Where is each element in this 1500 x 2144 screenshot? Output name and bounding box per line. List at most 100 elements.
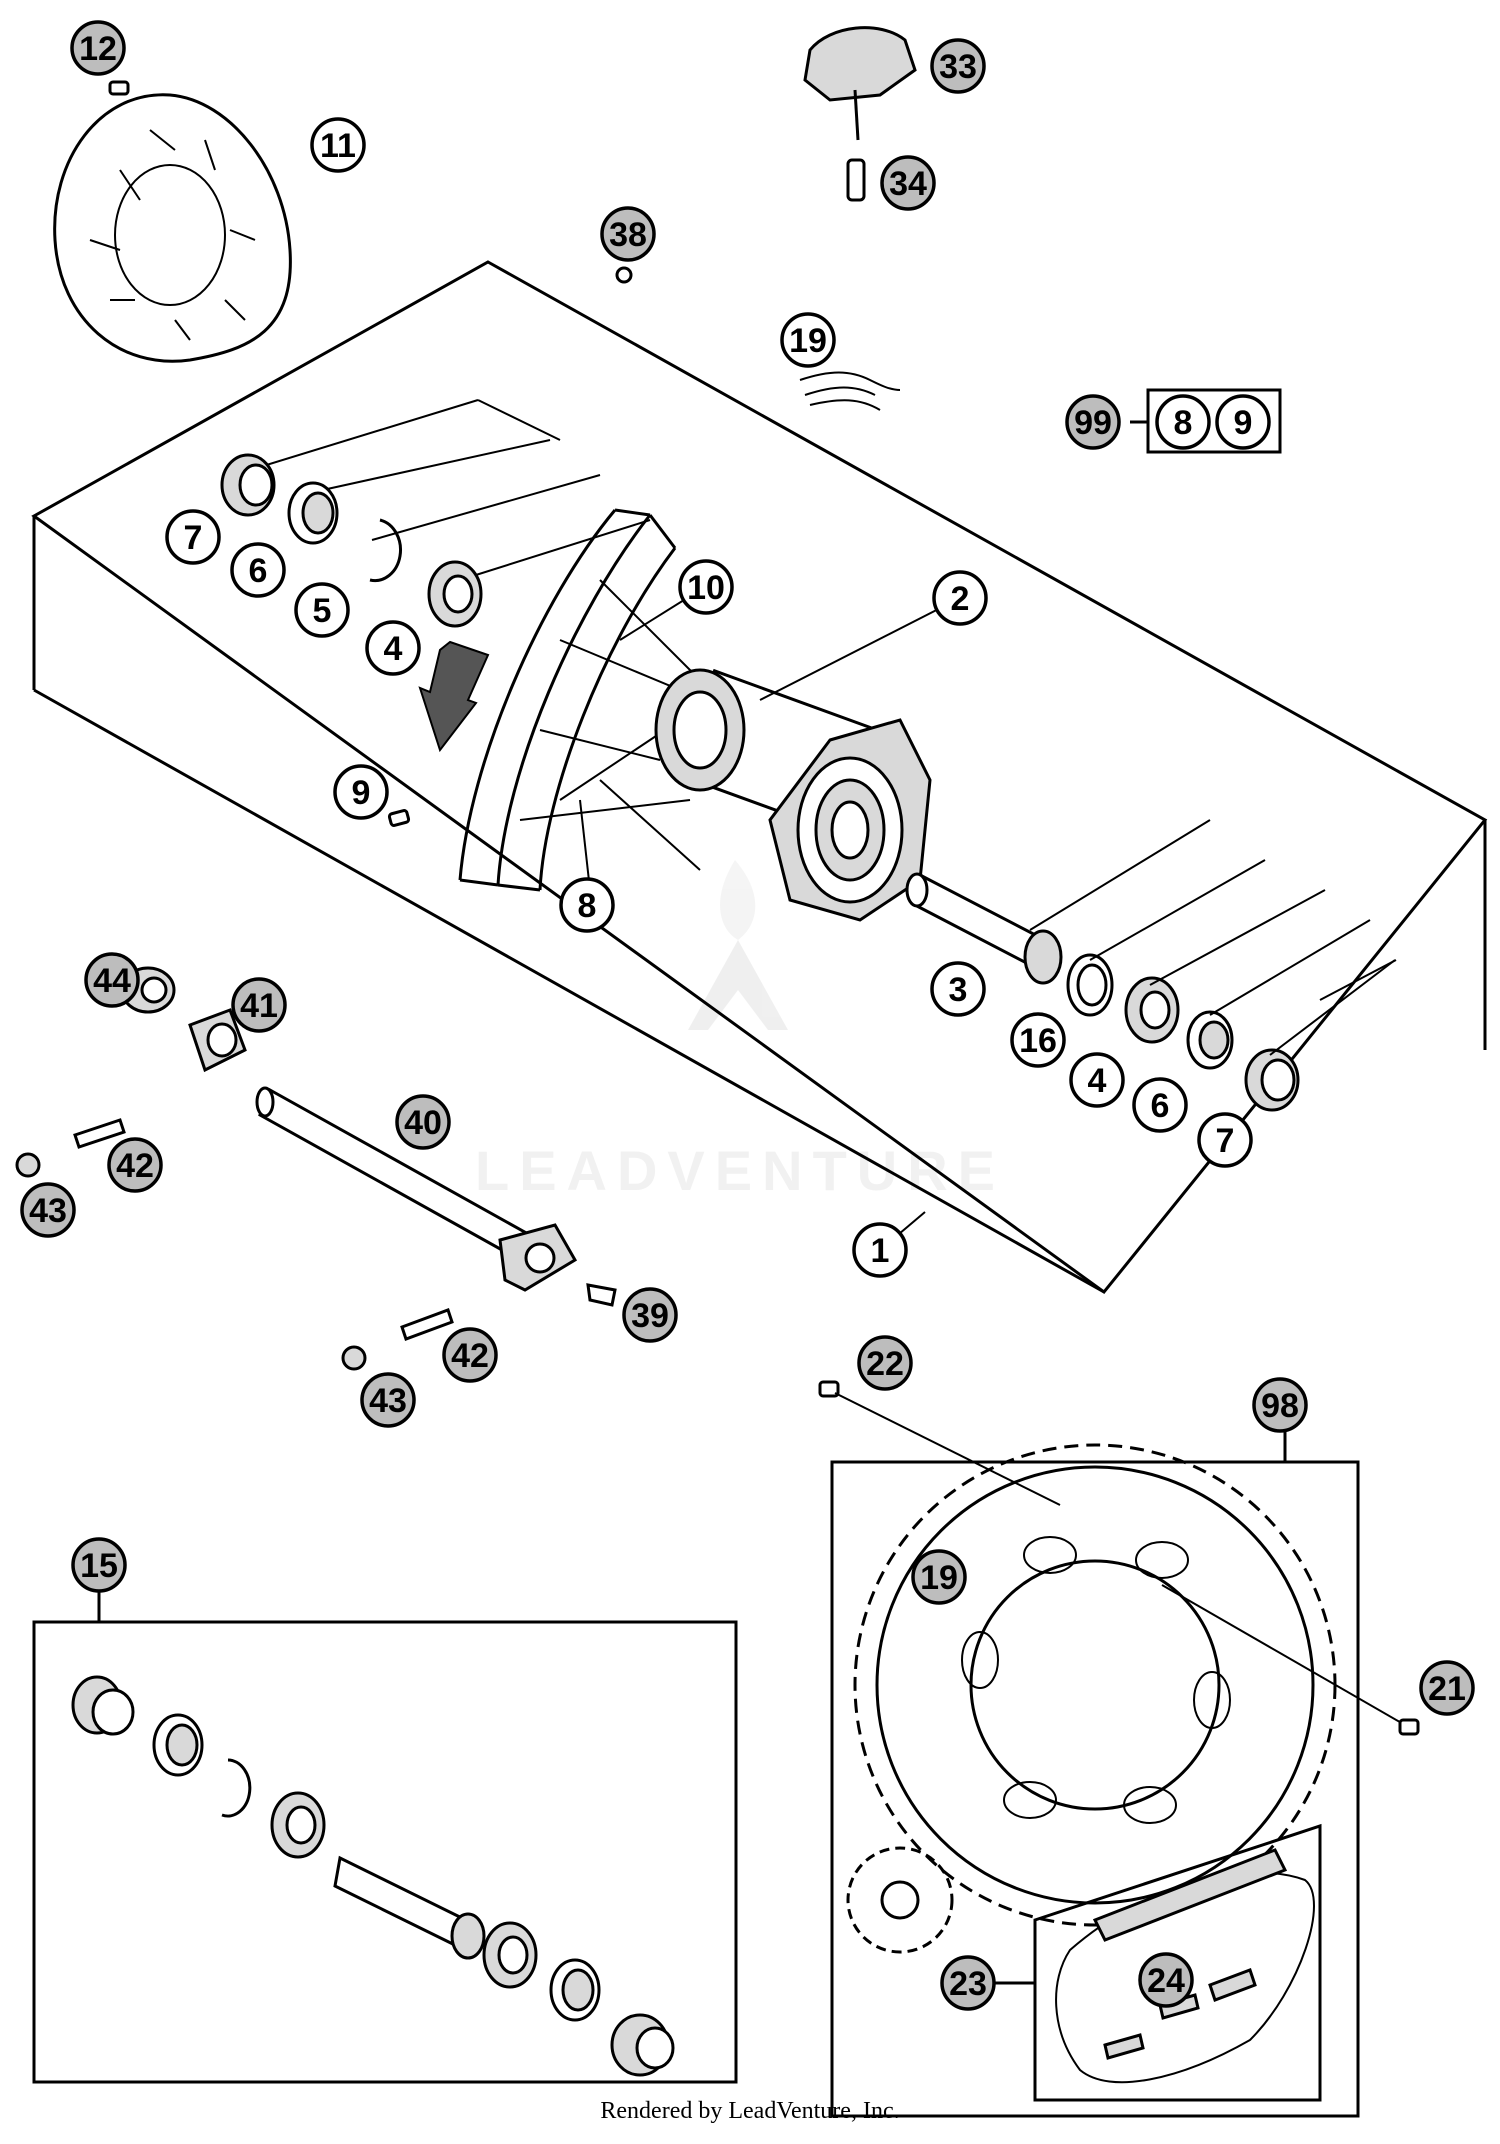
seal-6-left	[287, 481, 339, 545]
callout-number: 8	[1174, 404, 1193, 442]
callout-c33: 33	[930, 38, 986, 94]
callout-c3: 3	[930, 961, 986, 1017]
callout-number: 6	[249, 552, 268, 590]
callout-number: 12	[79, 30, 117, 68]
callout-c10: 10	[678, 559, 734, 615]
callout-number: 7	[184, 519, 203, 557]
rim-10	[458, 508, 677, 892]
callout-c42b: 42	[442, 1327, 498, 1383]
callout-number: 7	[1216, 1122, 1235, 1160]
bearing-kit-box-15	[32, 1592, 738, 2084]
callout-number: 15	[80, 1547, 118, 1585]
callout-c41: 41	[231, 977, 287, 1033]
callout-number: 33	[939, 48, 977, 86]
rear-sprocket-19	[853, 1443, 1337, 1927]
callout-number: 21	[1428, 1670, 1466, 1708]
callout-circle	[930, 38, 986, 94]
callout-circle	[365, 620, 421, 676]
callout-number: 6	[1151, 1087, 1170, 1125]
callout-circle	[294, 582, 350, 638]
callout-circle	[395, 1094, 451, 1150]
callout-c5: 5	[294, 582, 350, 638]
right-leader-lines	[1029, 819, 1397, 1056]
callout-circle	[1065, 394, 1121, 450]
direction-arrow	[418, 640, 490, 753]
callout-number: 44	[93, 962, 131, 1000]
callout-c42a: 42	[107, 1137, 163, 1193]
callout-c12: 12	[70, 20, 126, 76]
callout-circle	[940, 1955, 996, 2011]
callout-circle	[1132, 1077, 1188, 1133]
callout-c7b: 7	[1197, 1112, 1253, 1168]
callout-number: 11	[320, 127, 356, 165]
callout-circle	[230, 542, 286, 598]
circlip-5	[369, 518, 402, 583]
adjuster-right	[498, 1223, 578, 1292]
callout-number: 43	[369, 1382, 407, 1420]
callout-c4a: 4	[365, 620, 421, 676]
callout-circle	[1215, 394, 1271, 450]
callout-circle	[1419, 1660, 1475, 1716]
left-leader-lines	[249, 399, 651, 581]
screw-34	[846, 158, 866, 202]
bolt-21	[1161, 1584, 1420, 1736]
callout-c23: 23	[940, 1955, 996, 2011]
callout-circle	[880, 155, 936, 211]
callout-c39: 39	[622, 1287, 678, 1343]
callout-c1: 1	[852, 1222, 908, 1278]
callout-circle	[310, 117, 366, 173]
callout-circle	[360, 1372, 416, 1428]
callout-c6a: 6	[230, 542, 286, 598]
callout-c15: 15	[71, 1537, 127, 1593]
callout-number: 99	[1074, 404, 1112, 442]
callout-number: 2	[951, 580, 970, 618]
callout-c8: 8	[559, 877, 615, 933]
seal-7-right	[1244, 1048, 1300, 1112]
callout-number: 10	[687, 569, 725, 607]
callout-number: 9	[1234, 404, 1253, 442]
callout-c34: 34	[880, 155, 936, 211]
callout-number: 24	[1147, 1962, 1185, 2000]
callout-c2: 2	[932, 570, 988, 626]
callout-c99: 99	[1065, 394, 1121, 450]
nipple-9	[387, 809, 411, 827]
callout-c24: 24	[1138, 1952, 1194, 2008]
callout-c9: 9	[333, 764, 389, 820]
callout-number: 19	[789, 322, 827, 360]
callout-c98: 98	[1252, 1377, 1308, 1433]
callout-circle	[1197, 1112, 1253, 1168]
callout-number: 34	[889, 165, 927, 203]
callout-number: 41	[240, 987, 278, 1025]
screw-42-a	[73, 1118, 126, 1149]
callout-circle	[1155, 394, 1211, 450]
kit-box-99	[1130, 388, 1282, 454]
chain-box-23	[990, 1823, 1322, 2102]
callout-circle	[1138, 1952, 1194, 2008]
disc-bolt-12	[108, 80, 130, 96]
callout-c22: 22	[857, 1335, 913, 1391]
callout-circle	[1010, 1012, 1066, 1068]
spacer-16	[1066, 953, 1114, 1017]
callout-circle	[600, 206, 656, 262]
hub-2	[654, 668, 932, 922]
kit-15-parts	[71, 1675, 675, 2077]
callout-circle	[678, 559, 734, 615]
callout-circle	[71, 1537, 127, 1593]
callout-number: 8	[578, 887, 597, 925]
callout-number: 1	[871, 1232, 890, 1270]
seal-6-right	[1186, 1010, 1234, 1070]
callout-number: 40	[404, 1104, 442, 1142]
callout-number: 42	[451, 1337, 489, 1375]
callout-circle	[930, 961, 986, 1017]
callout-c40: 40	[395, 1094, 451, 1150]
callout-circle	[333, 764, 389, 820]
callout-circle	[857, 1335, 913, 1391]
bearing-4-right	[1124, 976, 1180, 1044]
callout-number: 5	[313, 592, 332, 630]
callout-circle	[231, 977, 287, 1033]
callout-number: 9	[352, 774, 371, 812]
part-38	[615, 266, 633, 284]
callout-c19b: 19	[911, 1549, 967, 1605]
callout-circle	[852, 1222, 908, 1278]
part-33	[803, 26, 917, 141]
